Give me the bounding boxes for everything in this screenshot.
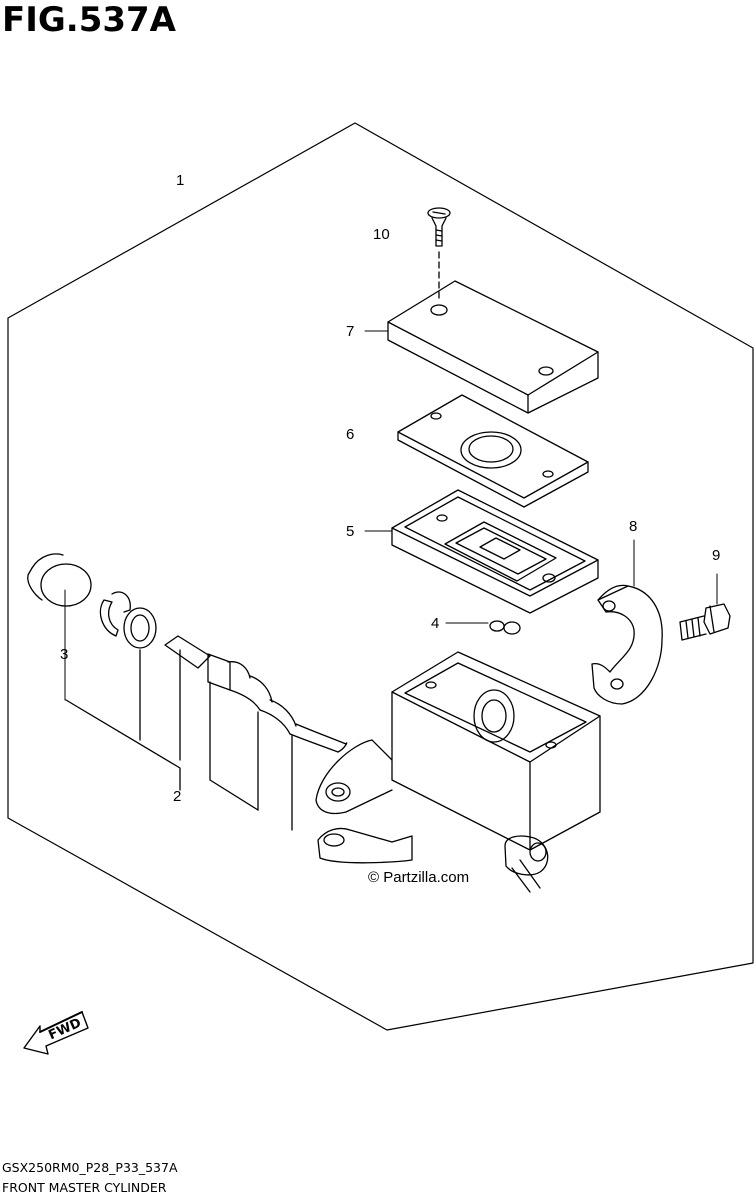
part-3-dust-boot	[27, 553, 92, 701]
callout-1: 1	[176, 172, 185, 189]
figure-title: FIG.537A	[2, 0, 176, 40]
part-7-reservoir-cap	[364, 280, 599, 414]
part-10-screw	[427, 207, 451, 301]
callout-2: 2	[173, 788, 182, 805]
master-cylinder-body	[315, 651, 601, 893]
callout-10: 10	[373, 226, 390, 243]
part-6-diaphragm-plate	[397, 394, 589, 508]
callout-3: 3	[60, 646, 69, 663]
part-5-float-plate	[364, 489, 599, 614]
footer-name: FRONT MASTER CYLINDER	[2, 1180, 167, 1195]
callout-6: 6	[346, 426, 355, 443]
kit-boundary-outline	[7, 122, 754, 1031]
callout-8: 8	[629, 518, 638, 535]
callout-7: 7	[346, 323, 355, 340]
part-4-clip	[445, 620, 521, 635]
footer-code: GSX250RM0_P28_P33_537A	[2, 1160, 178, 1175]
fwd-arrow-icon	[23, 1011, 89, 1055]
callout-9: 9	[712, 547, 721, 564]
watermark-text: © Partzilla.com	[368, 869, 470, 886]
part-8-clamp-holder	[591, 539, 663, 705]
callout-5: 5	[346, 523, 355, 540]
callout-4: 4	[431, 615, 440, 632]
part-2-piston-set	[65, 591, 348, 831]
part-9-bolt	[679, 573, 731, 641]
